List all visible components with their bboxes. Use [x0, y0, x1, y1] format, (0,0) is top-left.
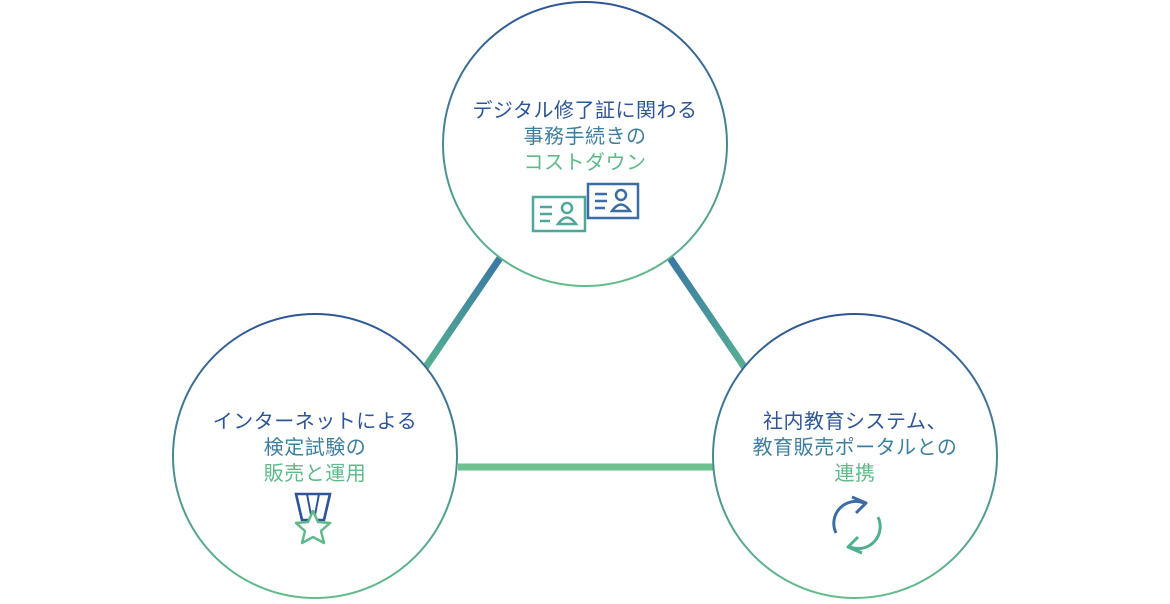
node-label-line: 連携	[834, 461, 876, 485]
node-label-line: 検定試験の	[263, 435, 367, 459]
node-label-line: デジタル修了証に関わる	[472, 98, 698, 122]
node-label-line: インターネットによる	[212, 409, 418, 433]
node-circle-integration	[712, 313, 998, 599]
node-label-line: 販売と運用	[263, 461, 367, 485]
id-cards-icon	[531, 182, 640, 233]
node-label-cost: デジタル修了証に関わる 事務手続きの コストダウン	[435, 97, 735, 175]
node-label-line: 社内教育システム、	[763, 409, 947, 433]
node-circle-exam	[172, 313, 458, 599]
node-circle-cost	[442, 1, 728, 287]
node-label-line: 教育販売ポータルとの	[752, 435, 958, 459]
connector-top-right	[667, 256, 748, 370]
node-label-exam: インターネットによる 検定試験の 販売と運用	[165, 408, 465, 486]
node-label-line: 事務手続きの	[523, 124, 647, 148]
sync-arrows-icon	[832, 495, 882, 555]
medal-star-icon	[294, 492, 332, 545]
node-label-line: コストダウン	[523, 150, 647, 174]
connector-top-left	[422, 256, 503, 370]
node-label-integration: 社内教育システム、 教育販売ポータルとの 連携	[705, 408, 1005, 486]
